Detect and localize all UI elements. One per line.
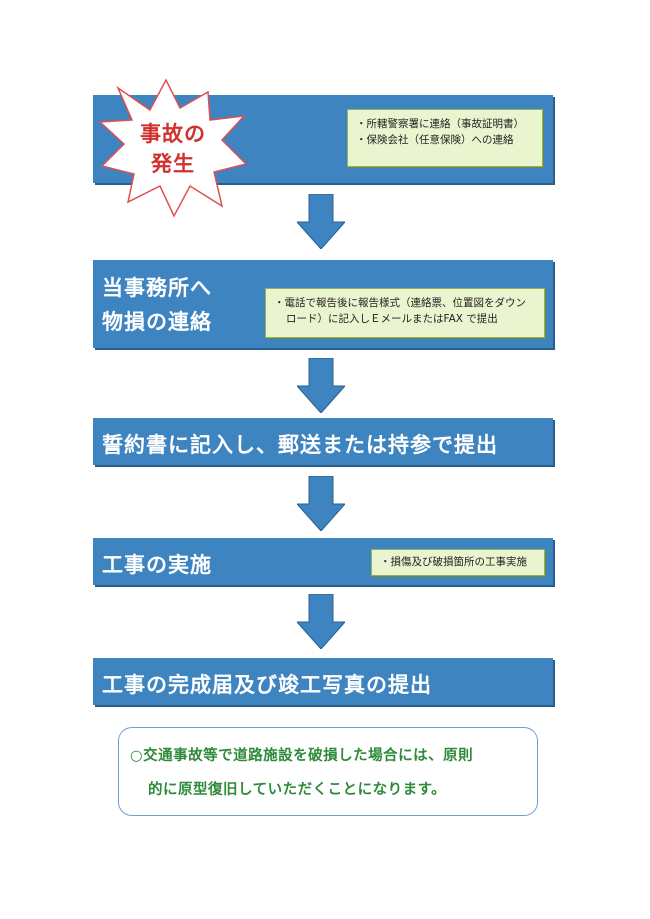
starburst-icon — [98, 78, 248, 218]
star-text-line2: 発生 — [151, 152, 195, 176]
down-arrow-icon — [297, 194, 345, 249]
step4-note-box: ・損傷及び破損箇所の工事実施 — [371, 549, 545, 576]
step1-note-line: ・保険会社（任意保険）への連絡 — [356, 134, 514, 146]
step-submit-pledge: 誓約書に記入し、郵送または持参で提出 — [93, 418, 553, 465]
step2-note-line: ・電話で報告後に報告様式（連絡票、位置図をダウン — [274, 297, 526, 309]
step2-note-box: ・電話で報告後に報告様式（連絡票、位置図をダウン ロード）に記入しＥメールまたは… — [265, 288, 545, 338]
step-completion-report: 工事の完成届及び竣工写真の提出 — [93, 658, 553, 705]
step1-note-line: ・所轄警察署に連絡（事故証明書） — [356, 118, 524, 130]
step3-title: 誓約書に記入し、郵送または持参で提出 — [102, 433, 498, 457]
down-arrow-icon — [297, 476, 345, 531]
step2-note-line: ロード）に記入しＥメールまたはFAX で提出 — [286, 313, 498, 325]
step2-title-line2: 物損の連絡 — [102, 310, 212, 334]
footer-line1: ○交通事故等で道路施設を破損した場合には、原則 — [130, 748, 474, 764]
down-arrow-icon — [297, 358, 345, 413]
footer-line2: 的に原型復旧していただくことになります。 — [148, 782, 447, 798]
step1-note-box: ・所轄警察署に連絡（事故証明書） ・保険会社（任意保険）への連絡 — [347, 109, 543, 167]
star-text-line1: 事故の — [140, 122, 206, 146]
step4-note-line: ・損傷及び破損箇所の工事実施 — [380, 556, 527, 568]
step2-title-line1: 当事務所へ — [102, 276, 212, 300]
step5-title: 工事の完成届及び竣工写真の提出 — [102, 673, 432, 697]
step4-title: 工事の実施 — [102, 553, 212, 577]
step-construction: 工事の実施 ・損傷及び破損箇所の工事実施 — [93, 538, 553, 585]
down-arrow-icon — [297, 594, 345, 649]
step-report-to-office: 当事務所へ 物損の連絡 ・電話で報告後に報告様式（連絡票、位置図をダウン ロード… — [93, 260, 553, 348]
footer-note-box: ○交通事故等で道路施設を破損した場合には、原則 的に原型復旧していただくことにな… — [118, 727, 538, 816]
